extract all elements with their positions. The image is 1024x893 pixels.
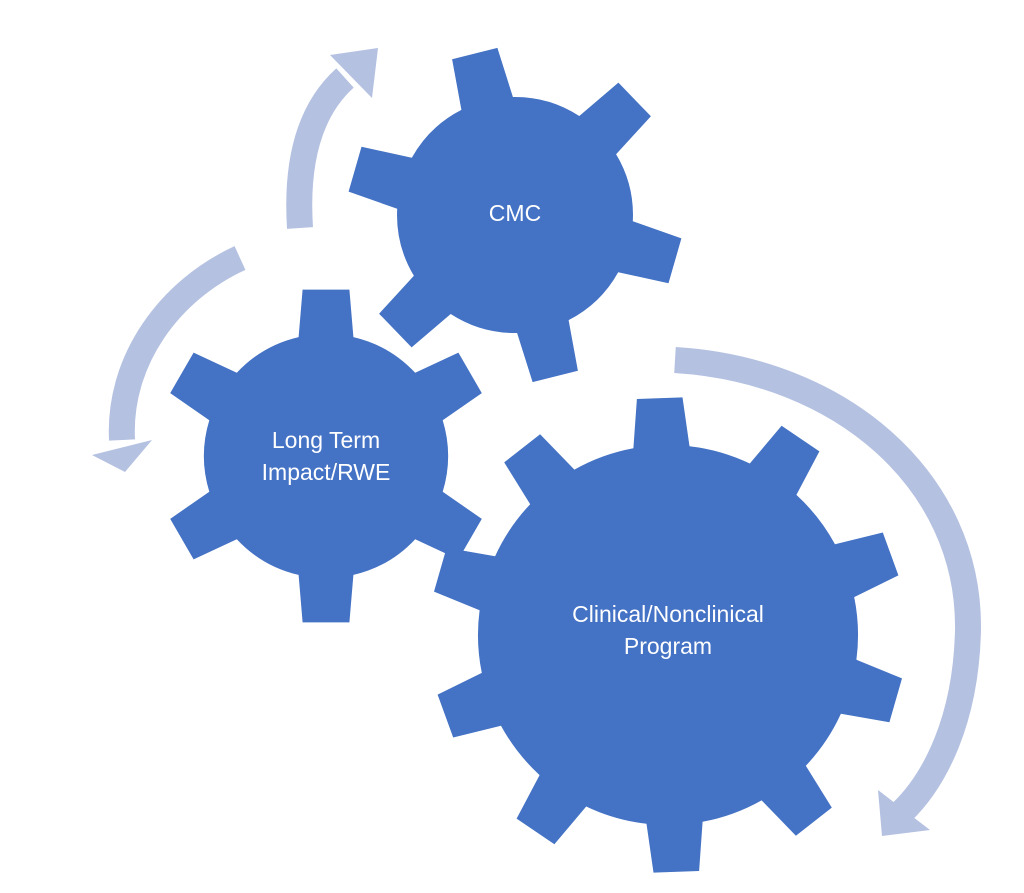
clinical-label-line1: Clinical/Nonclinical <box>572 601 764 627</box>
cmc-label: CMC <box>488 200 542 226</box>
cycle-arrow-long-term <box>108 246 246 441</box>
cycle-arrow-clinical <box>674 347 982 822</box>
gear-label-clinical: Clinical/Nonclinical Program <box>572 598 764 662</box>
gear-cmc <box>348 47 682 383</box>
gear-label-long-term: Long Term Impact/RWE <box>262 424 391 488</box>
gear-label-cmc: CMC <box>489 197 541 229</box>
cycle-arrow-cmc <box>286 68 354 229</box>
arrowhead-icon <box>330 48 378 98</box>
long-term-label-line2: Impact/RWE <box>261 459 391 485</box>
gear-clinical <box>434 397 902 873</box>
clinical-label-line2: Program <box>623 633 713 659</box>
arrowhead-icon <box>92 440 152 472</box>
arrowhead-icon <box>878 790 930 836</box>
long-term-label-line1: Long Term <box>271 427 381 453</box>
gear-long-term <box>170 289 482 623</box>
